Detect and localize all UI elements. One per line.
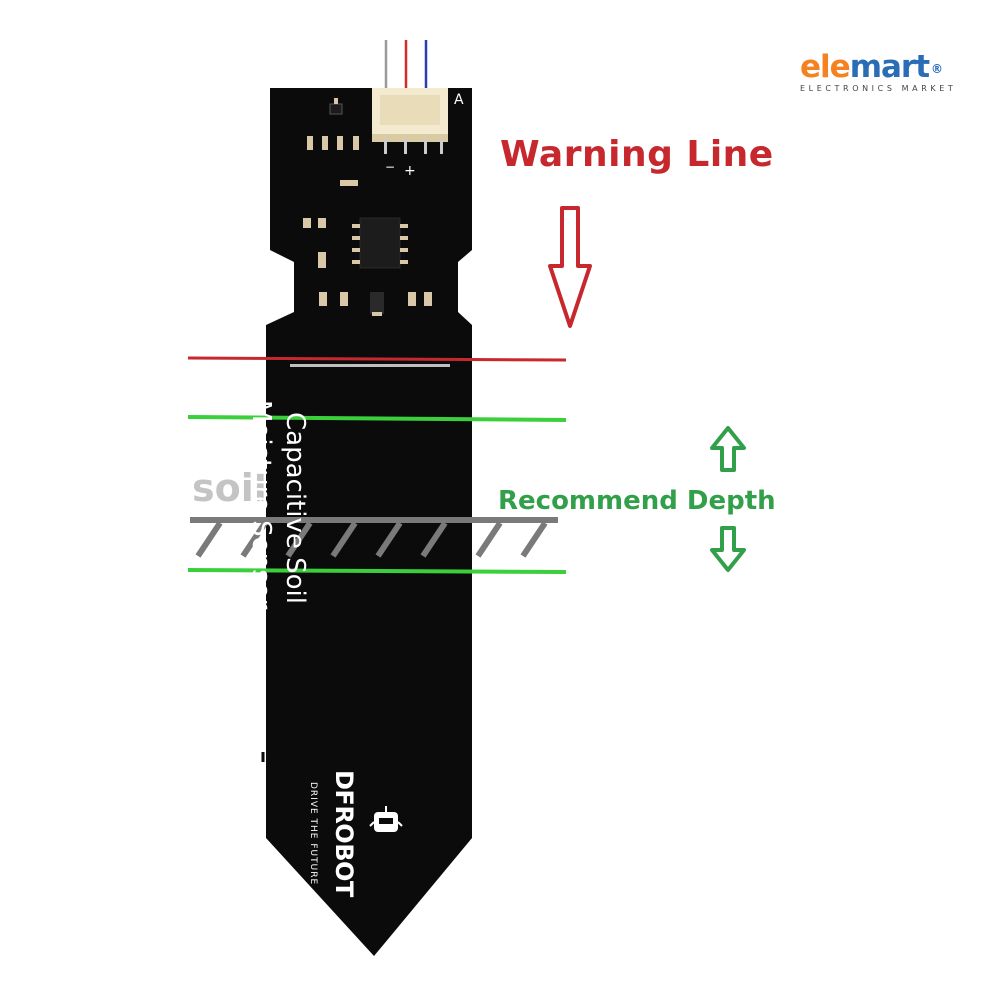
registered-mark: ® (931, 62, 943, 76)
jst-connector (372, 88, 448, 154)
ground-line (190, 517, 558, 558)
ic-chip (352, 217, 408, 316)
depth-line-bottom (187, 568, 567, 574)
warning-arrow-icon (548, 206, 592, 328)
recommend-depth-label: Recommend Depth (498, 486, 776, 516)
sensor-name-line1: Capacitive Soil (280, 412, 310, 604)
connector-mark: A (454, 92, 464, 108)
maker-tagline: DRIVE THE FUTURE (308, 782, 318, 886)
pin-minus-label: − (385, 160, 396, 174)
sensor-name-line2: Moisture Sensor (246, 400, 276, 610)
elemart-logo: elemart® ELECTRONICS MARKET (800, 50, 960, 100)
pin-plus-label: + (404, 163, 416, 179)
robot-head-icon (369, 806, 403, 832)
brand-part2: mart (849, 49, 930, 85)
warning-line (187, 356, 567, 362)
sensor-name: Capacitive Soil Moisture Sensor (202, 400, 312, 732)
transistor (329, 98, 343, 115)
depth-down-arrow-icon (710, 526, 746, 572)
board-components (290, 136, 450, 367)
brand-tagline: ELECTRONICS MARKET (800, 84, 957, 93)
soil-label: soil (192, 466, 267, 510)
brand-wordmark: elemart® (800, 50, 960, 84)
brand-part1: ele (800, 49, 851, 85)
sensor-wires (384, 40, 428, 92)
warning-line-label: Warning Line (500, 134, 774, 175)
depth-up-arrow-icon (710, 426, 746, 472)
maker-name: DFROBOT (330, 770, 358, 897)
depth-line-top (187, 415, 567, 422)
